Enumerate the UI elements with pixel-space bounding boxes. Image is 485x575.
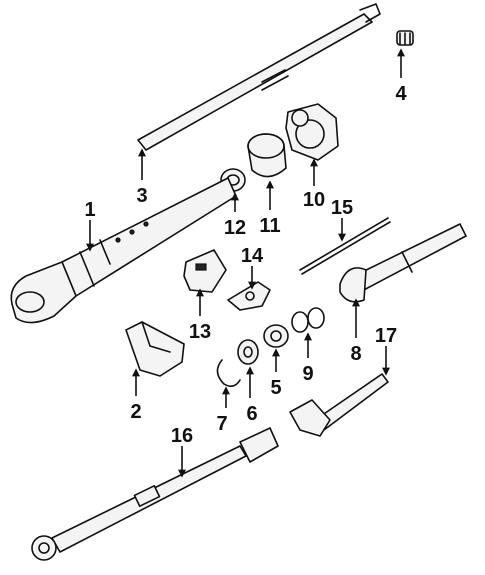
callout-17: 17 (375, 325, 397, 347)
callout-5: 5 (270, 377, 281, 399)
callout-6: 6 (246, 403, 257, 425)
callout-4: 4 (395, 83, 407, 105)
part-8-shaft-housing (339, 223, 467, 303)
part-13-switch (183, 249, 227, 293)
callout-labels: 1 2 3 4 5 6 7 8 9 10 11 12 13 14 15 16 1… (84, 83, 407, 447)
part-15-rod (299, 217, 391, 275)
part-10-housing (285, 103, 339, 161)
part-14-lever (227, 281, 271, 311)
part-17-lower-shaft (289, 373, 389, 437)
callout-12: 12 (224, 217, 246, 239)
part-6-washer (237, 339, 259, 365)
part-16-intermediate-shaft (31, 427, 279, 561)
leader-lines (86, 48, 405, 478)
callout-3: 3 (136, 185, 147, 207)
part-9-clips (291, 307, 325, 333)
callout-16: 16 (171, 425, 193, 447)
part-11-sleeve (247, 133, 287, 178)
part-7-ring (216, 359, 241, 388)
callout-15: 15 (331, 197, 353, 219)
callout-9: 9 (302, 363, 313, 385)
callout-7: 7 (216, 413, 227, 435)
part-4-spring (396, 30, 414, 46)
part-2-bracket (125, 321, 185, 377)
callout-10: 10 (303, 189, 325, 211)
callout-13: 13 (189, 321, 211, 343)
callout-11: 11 (259, 215, 280, 237)
part-3-shaft (137, 3, 381, 151)
callout-8: 8 (350, 343, 361, 365)
part-5-nut (263, 324, 289, 348)
callout-14: 14 (241, 245, 264, 267)
callout-2: 2 (130, 401, 141, 423)
part-1-column-jacket (10, 177, 237, 324)
callout-1: 1 (84, 199, 95, 221)
